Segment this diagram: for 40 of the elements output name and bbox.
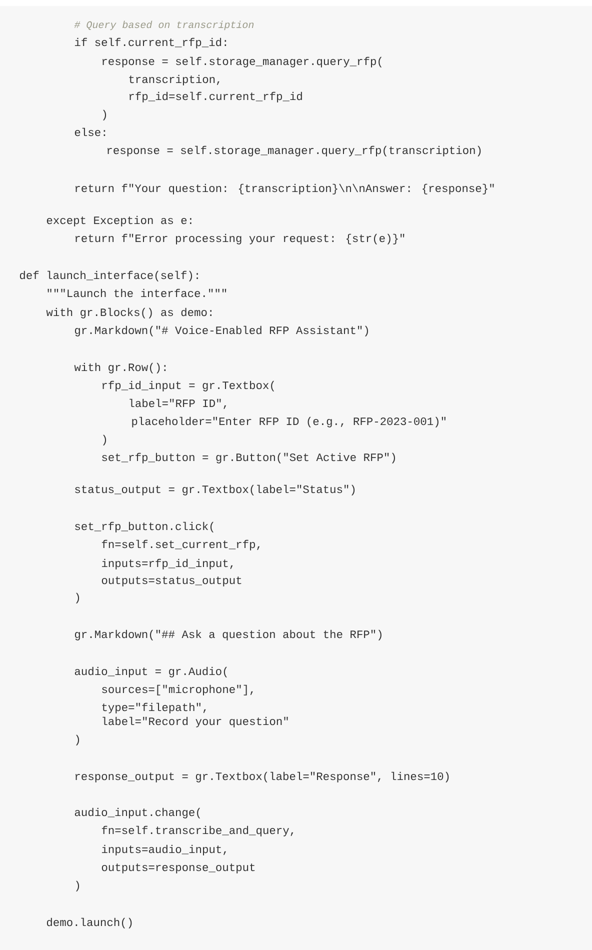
code-line: fn=self.transcribe_and_query, — [102, 826, 294, 836]
code-line: ) — [103, 434, 106, 446]
code-line: inputs=audio_input, — [102, 844, 226, 856]
code-line: def launch_interface(self): — [20, 270, 198, 282]
code-line: except Exception as e: — [46, 216, 192, 226]
code-line: placeholder="Enter RFP ID (e.g., RFP-2023-001)" — [132, 416, 446, 428]
code-line: type="filepath", — [102, 702, 206, 714]
code-line: outputs=status_output — [102, 576, 242, 586]
code-line: """Launch the interface.""" — [48, 288, 226, 298]
code-line: fn=self.set_current_rfp, — [102, 540, 260, 550]
code-line: # Query based on transcription — [74, 20, 254, 30]
code-line: set_rfp_button.click( — [75, 522, 214, 532]
code-line: rfp_id_input = gr.Textbox( — [102, 380, 274, 392]
code-line: inputs=rfp_id_input, — [102, 558, 233, 570]
code-line: sources=["microphone"], — [102, 684, 253, 696]
code-line: return f"Error processing your request: {str(e)}" — [76, 234, 404, 244]
code-line: demo.launch() — [46, 918, 132, 928]
code-line: gr.Markdown("## Ask a question about the RFP") — [74, 630, 382, 640]
code-line: ) — [76, 734, 80, 746]
code-line: gr.Markdown("# Voice-Enabled RFP Assistant") — [74, 326, 368, 336]
code-line: set_rfp_button = gr.Button("Set Active RFP") — [102, 452, 395, 464]
code-line: else: — [74, 128, 106, 136]
code-line: with gr.Blocks() as demo: — [46, 308, 212, 318]
code-line: ) — [76, 592, 80, 604]
code-line: outputs=response_output — [102, 864, 255, 874]
code-line: label="RFP ID", — [130, 398, 226, 409]
code-line: if self.current_rfp_id: — [74, 38, 226, 48]
code-line: ) — [76, 880, 80, 892]
code-line: audio_input.change( — [74, 808, 200, 818]
code-line: status_output = gr.Textbox(label="Status") — [75, 484, 355, 496]
code-line: response_output = gr.Textbox(label="Response", lines=10) — [76, 772, 449, 782]
code-line: label="Record your question" — [102, 716, 288, 728]
code-line: audio_input = gr.Audio( — [74, 666, 227, 678]
code-line: transcription, — [129, 74, 220, 86]
code-line: return f"Your question: {transcription}\n\nAnswer: {response}" — [76, 184, 494, 194]
code-line: with gr.Row(): — [74, 362, 166, 374]
code-line: response = self.storage_manager.query_rfp(transcription) — [108, 146, 481, 156]
code-line: rfp_id=self.current_rfp_id — [130, 92, 302, 102]
code-line: ) — [103, 110, 106, 120]
code-line: response = self.storage_manager.query_rfp( — [102, 56, 382, 68]
